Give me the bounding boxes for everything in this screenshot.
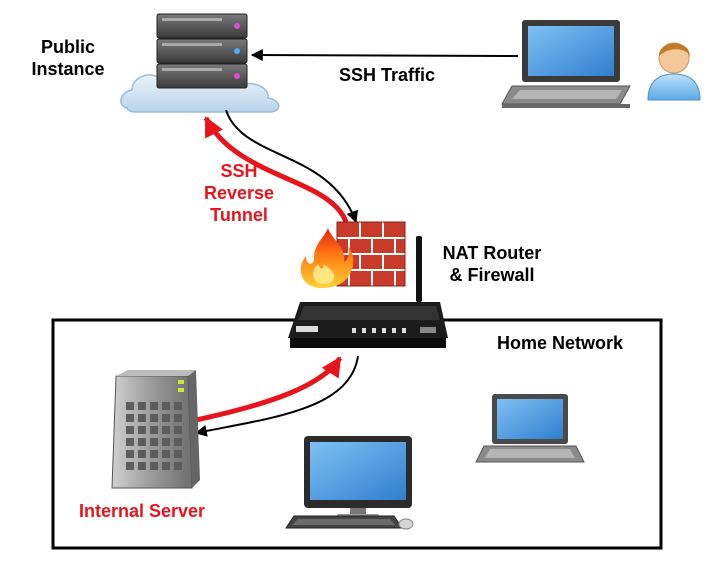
reverse-tunnel-label: SSH Reverse Tunnel <box>184 160 294 226</box>
home-laptop-icon <box>475 394 585 463</box>
server-to-router-tunnel-arrow <box>195 356 343 423</box>
public-instance-label: Public Instance <box>18 36 118 80</box>
public-instance-label-line1: Public <box>40 37 95 57</box>
mouse-icon <box>398 518 414 530</box>
router-label-line2: & Firewall <box>449 265 535 285</box>
ssh-traffic-arrow <box>250 49 519 62</box>
desktop-computer-icon <box>304 436 412 518</box>
traffic-to-router-arrow <box>225 109 358 224</box>
router-label: NAT Router & Firewall <box>430 242 554 286</box>
router-icon <box>288 236 448 348</box>
reverse-tunnel-arrow <box>203 116 349 224</box>
flame-icon <box>300 228 354 288</box>
tower-server-icon <box>111 370 200 489</box>
laptop-icon <box>501 20 631 108</box>
ssh-traffic-label: SSH Traffic <box>339 65 436 85</box>
router-to-server-arrow <box>194 355 359 437</box>
reverse-tunnel-label-line3: Tunnel <box>210 205 268 225</box>
home-network-label: Home Network <box>497 333 624 353</box>
user-icon <box>647 42 701 101</box>
keyboard-icon <box>285 515 403 529</box>
reverse-tunnel-label-line1: SSH <box>220 161 258 181</box>
server-rack-icon <box>156 13 248 89</box>
router-label-line1: NAT Router <box>442 243 542 263</box>
reverse-tunnel-label-line2: Reverse <box>203 183 275 203</box>
public-instance-label-line2: Instance <box>31 59 105 79</box>
internal-server-label: Internal Server <box>79 501 206 521</box>
